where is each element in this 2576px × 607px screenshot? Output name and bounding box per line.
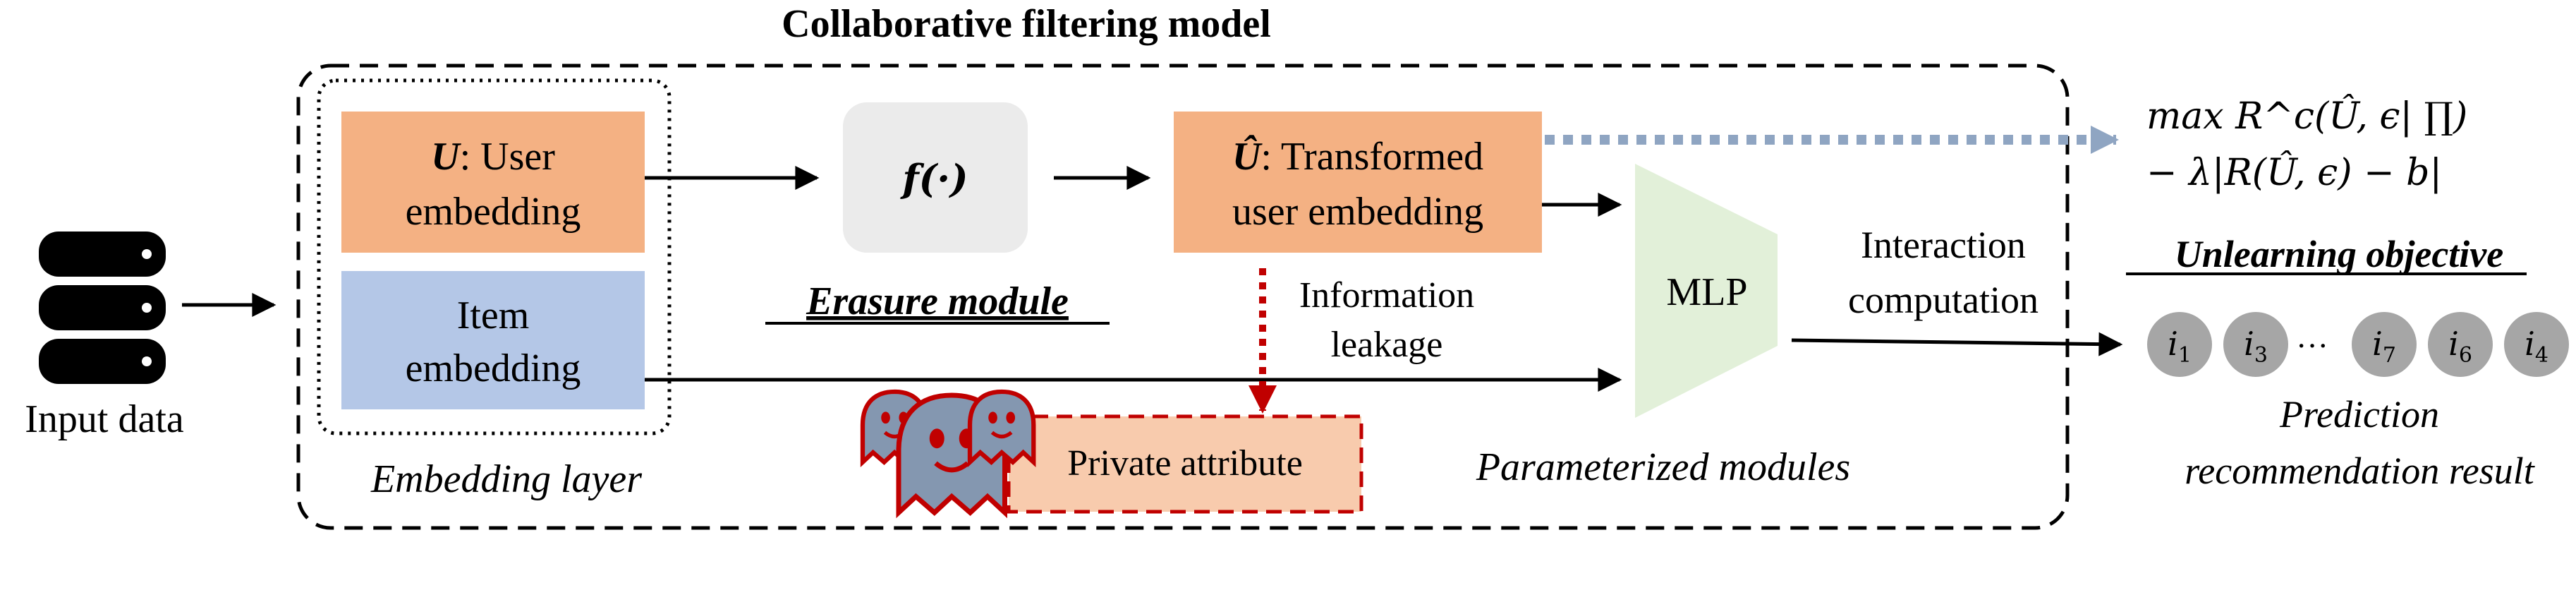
- unlearning-objective-caption: Unlearning objective: [2175, 233, 2503, 275]
- prediction-item: i7: [2352, 312, 2417, 377]
- embedding-layer-box: [317, 78, 672, 435]
- prediction-item-label: i: [2244, 325, 2254, 363]
- interaction-line1: Interaction: [1861, 224, 2026, 266]
- database-icon: [39, 232, 166, 384]
- prediction-item-label: i: [2168, 325, 2178, 363]
- parameterized-modules-caption: Parameterized modules: [1476, 445, 1850, 489]
- prediction-caption-line1: Prediction: [2279, 393, 2439, 435]
- prediction-item-sub: 6: [2459, 343, 2472, 368]
- collaborative-filtering-container: [296, 64, 2070, 530]
- item-embedding-line1: Item: [457, 294, 530, 337]
- erasure-module-caption: Erasure module: [806, 280, 1069, 323]
- interaction-line2: computation: [1848, 279, 2039, 321]
- private-attribute-box: [1007, 414, 1363, 514]
- mlp-to-prediction-arrow: [1791, 332, 2123, 356]
- prediction-item: i1: [2147, 312, 2212, 377]
- svg-text:i4: i4: [2525, 325, 2548, 368]
- prediction-item-sub: 4: [2535, 343, 2548, 368]
- user-embedding-line2: embedding: [406, 190, 581, 234]
- transformed-embedding-label: : Transformed: [1260, 135, 1483, 179]
- svg-text:i6: i6: [2448, 325, 2472, 368]
- user-embedding-symbol: U: [431, 135, 461, 179]
- svg-text:i1: i1: [2168, 325, 2192, 368]
- diagram-title: Collaborative filtering model: [782, 2, 1271, 46]
- item-embedding-line2: embedding: [406, 347, 581, 390]
- leakage-line1: Information: [1299, 275, 1474, 315]
- private-attribute-label: Private attribute: [1067, 443, 1303, 483]
- user-embedding-label: : User: [460, 135, 556, 179]
- embedding-layer-caption: Embedding layer: [370, 457, 642, 501]
- objective-formula-line2: − λ|R(Û, ϵ) − b|: [2146, 150, 2442, 194]
- user-embedding-line1: U: User: [431, 135, 555, 179]
- input-data-label: Input data: [25, 397, 184, 441]
- transformed-embedding-symbol: Û: [1232, 134, 1263, 179]
- mlp-label: MLP: [1666, 270, 1747, 314]
- prediction-item-label: i: [2372, 325, 2383, 363]
- prediction-ellipsis: ···: [2296, 327, 2328, 363]
- prediction-item-sub: 1: [2178, 343, 2192, 368]
- prediction-item-label: i: [2525, 325, 2535, 363]
- prediction-item-sub: 3: [2254, 343, 2268, 368]
- prediction-caption-line2: recommendation result: [2185, 450, 2535, 492]
- mlp-block: [1635, 164, 1778, 418]
- prediction-items: i1 i3 ··· i7 i6 i4: [2147, 312, 2569, 377]
- leakage-line2: leakage: [1331, 325, 1443, 365]
- prediction-item: i4: [2504, 312, 2569, 377]
- objective-formula-line1: max R^c(Û, ϵ| ∏): [2146, 94, 2467, 138]
- svg-text:i7: i7: [2372, 325, 2396, 368]
- prediction-item: i6: [2428, 312, 2493, 377]
- erasure-module-box: [843, 102, 1028, 253]
- transformed-embedding-line1: Û: Transformed: [1232, 134, 1483, 179]
- prediction-item: i3: [2223, 312, 2288, 377]
- transformed-embedding-line2: user embedding: [1232, 190, 1483, 234]
- ghost-icon: [967, 389, 1036, 467]
- transformed-embedding-box: [1174, 112, 1542, 253]
- prediction-item-label: i: [2448, 325, 2459, 363]
- svg-text:i3: i3: [2244, 325, 2268, 368]
- prediction-item-sub: 7: [2383, 343, 2396, 368]
- user-embedding-box: [341, 112, 645, 253]
- item-embedding-box: [341, 271, 645, 409]
- erasure-function-label: f(·): [899, 156, 968, 201]
